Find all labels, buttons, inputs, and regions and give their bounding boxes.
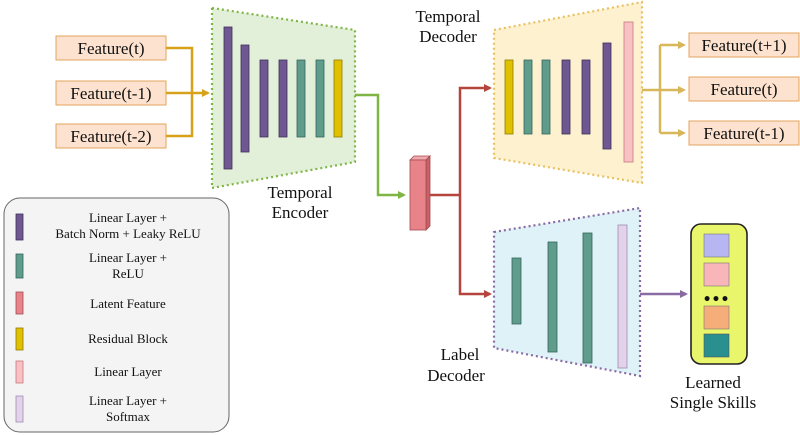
- decoder-layer-residual: [504, 59, 514, 135]
- output-box-t-1: [688, 120, 800, 146]
- input-label-t-1: Feature(t-1): [70, 84, 151, 103]
- legend-text: Linear Layer: [94, 364, 162, 379]
- legend-item-linear-relu: Linear Layer + ReLU: [15, 250, 167, 281]
- temporal-encoder: Temporal Encoder: [210, 6, 357, 222]
- decoder-layer-teal: [541, 59, 551, 135]
- legend-box: [3, 197, 230, 433]
- output-label-t: Feature(t): [710, 80, 777, 99]
- output-box-t: [688, 76, 800, 102]
- encoder-layer-purple: [278, 59, 288, 138]
- legend-swatch: [15, 253, 24, 279]
- legend-swatch: [15, 360, 24, 384]
- legend-text: Linear Layer +: [89, 393, 167, 408]
- input-box-t-1: [55, 80, 167, 106]
- skill-square-pink: [703, 262, 730, 287]
- legend-swatch: [15, 395, 24, 423]
- temporal-decoder: Temporal Decoder: [416, 0, 644, 185]
- skills-ellipsis: •••: [703, 292, 730, 308]
- legend-swatch: [15, 327, 24, 351]
- skills-label-line1: Learned: [685, 373, 741, 392]
- input-features: Feature(t) Feature(t-1) Feature(t-2): [55, 35, 167, 149]
- input-arrows: [166, 46, 210, 138]
- encoder-layer-teal: [296, 59, 306, 138]
- decoder-layer-purple: [581, 59, 591, 135]
- learned-skills: ••• Learned Single Skills: [670, 223, 756, 412]
- legend-swatch: [15, 291, 24, 315]
- latent-feature: [409, 155, 431, 231]
- label-layer-teal: [547, 241, 558, 353]
- legend-text: Latent Feature: [90, 296, 166, 311]
- output-features: Feature(t+1) Feature(t) Feature(t-1): [688, 32, 800, 146]
- encoder-label-line1: Temporal: [268, 183, 333, 202]
- skill-square-lavender: [703, 233, 730, 258]
- input-box-t: [55, 35, 167, 61]
- label-decoder: Label Decoder: [427, 206, 642, 385]
- legend-text: Softmax: [106, 409, 151, 424]
- input-label-t: Feature(t): [77, 39, 144, 58]
- legend: Linear Layer + Batch Norm + Leaky ReLU L…: [3, 197, 230, 433]
- encoder-layer-teal: [315, 59, 325, 138]
- label-decoder-trapezoid: [492, 206, 642, 378]
- output-label-t+1: Feature(t+1): [701, 36, 786, 55]
- temporal-decoder-label-line2: Decoder: [419, 27, 477, 46]
- input-label-t-2: Feature(t-2): [70, 127, 151, 146]
- label-layer-teal: [511, 257, 522, 325]
- output-box-t+1: [688, 32, 800, 58]
- decoder-layer-purple: [561, 59, 571, 135]
- decoder-layer-teal: [523, 59, 533, 135]
- legend-item-linear-softmax: Linear Layer + Softmax: [15, 393, 167, 424]
- skill-square-teal: [703, 333, 730, 358]
- latent-feature-block: [409, 159, 427, 231]
- legend-text: Residual Block: [88, 331, 168, 346]
- input-box-t-2: [55, 123, 167, 149]
- output-arrows: [642, 41, 686, 137]
- legend-text: Batch Norm + Leaky ReLU: [55, 226, 201, 241]
- label-decoder-label-line1: Label: [441, 345, 480, 364]
- label-layer-softmax: [617, 224, 628, 369]
- legend-text: ReLU: [112, 266, 144, 281]
- legend-item-linear-bn-leaky: Linear Layer + Batch Norm + Leaky ReLU: [15, 210, 201, 241]
- encoder-layer-purple: [259, 59, 269, 138]
- temporal-decoder-label-line1: Temporal: [416, 7, 481, 26]
- legend-item-latent: Latent Feature: [15, 291, 166, 315]
- legend-swatch: [15, 213, 24, 241]
- encoder-to-latent-arrow: [355, 93, 406, 199]
- encoder-label-line2: Encoder: [272, 203, 329, 222]
- legend-item-residual: Residual Block: [15, 327, 168, 351]
- legend-text: Linear Layer +: [89, 210, 167, 225]
- decoder-layer-purple: [602, 42, 612, 150]
- legend-text: Linear Layer +: [89, 250, 167, 265]
- skills-label-line2: Single Skills: [670, 393, 756, 412]
- legend-item-linear: Linear Layer: [15, 360, 162, 384]
- label-decoder-label-line2: Decoder: [427, 366, 485, 385]
- skill-square-orange: [703, 305, 730, 330]
- encoder-layer-residual: [333, 59, 343, 138]
- label-layer-teal: [582, 232, 593, 364]
- encoder-layer-purple: [240, 44, 250, 153]
- decoder-arrows: [430, 84, 492, 298]
- output-label-t-1: Feature(t-1): [703, 124, 784, 143]
- encoder-layer-purple: [223, 26, 233, 170]
- decoder-layer-linear: [623, 21, 634, 163]
